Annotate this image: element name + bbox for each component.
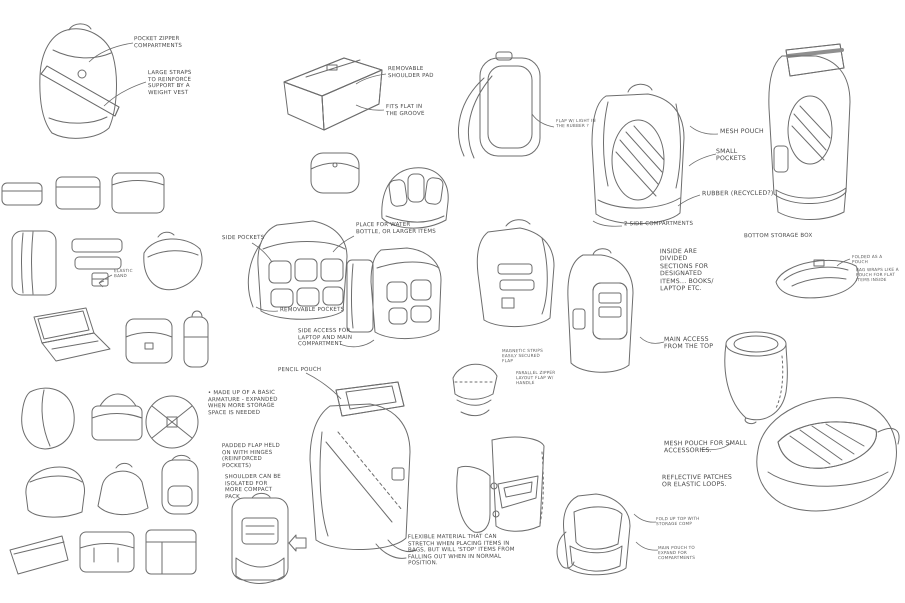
note-mesh-pouch: Mesh pouch — [719, 127, 764, 136]
sketch-pouch-slabs-sling — [8, 223, 206, 309]
note-water-bottle: Place for water bottle, or larger items — [355, 221, 436, 235]
note-removable-shoulder: Removable shoulder pad — [387, 65, 434, 79]
sketch-folded-pouch — [768, 246, 868, 304]
sketch-messenger-3d — [272, 48, 392, 136]
sketch-backpack-laptop-slab — [343, 232, 447, 350]
note-two-side-comp: 2 side compartments — [623, 220, 694, 228]
note-main-access: Main access from the top — [663, 335, 714, 351]
note-side-access: Side access for laptop and main compartm… — [297, 327, 353, 348]
note-pencil-pouch: Pencil pouch — [277, 366, 322, 374]
note-mesh-accessories: Mesh pouch for small accessories. — [663, 439, 747, 455]
sketch-front-panel-bag — [222, 492, 300, 592]
sketch-backpack-side-pouch — [553, 243, 645, 395]
sketch-backpack-chest-strap — [25, 18, 137, 146]
note-rubber: Rubber (recycled?) — [701, 189, 774, 198]
sketch-laptop-pouch-row — [28, 303, 209, 381]
note-magnetic-flap: Magnetic strips easily secured flap — [501, 347, 544, 364]
note-parallel-zipper: Parallel zipper layout flap w/ handle — [515, 369, 556, 386]
note-fits-flat: Fits flat in the groove — [385, 103, 425, 117]
sketch-multi-pocket-pouch — [374, 158, 456, 238]
sketch-backpack-storage-box — [748, 26, 852, 234]
note-flexible-material: Flexible material that can stretch when … — [407, 533, 515, 567]
note-reflective: Reflective patches or elastic loops. — [661, 473, 733, 489]
sketch-open-bag-mesh-interior — [738, 372, 905, 534]
note-elastic-band: Elastic band — [113, 267, 133, 279]
note-small-pockets: Small pockets — [715, 147, 747, 163]
sketch-magnetic-flap-detail — [443, 352, 505, 436]
sketch-clutch-messenger-box — [4, 518, 202, 588]
note-main-pouch-expand: Main pouch to expand for compartments — [657, 544, 696, 561]
sketch-sling-messenger-round — [14, 378, 204, 456]
sketch-open-top-sling — [712, 322, 800, 426]
sketch-modular-backpack — [243, 203, 369, 331]
note-pocket-zipper: Pocket zipper compartments — [133, 35, 183, 49]
note-side-pockets: Side pockets — [221, 234, 265, 242]
sketch-backpack-pocket-slots — [462, 208, 566, 336]
sketch-foldup-backpack — [552, 482, 650, 586]
note-removable-pockets: Removable pockets — [279, 306, 345, 314]
sketch-central-backpack-pencil-pouch — [292, 372, 432, 568]
sketch-dome-soft-backpack — [18, 452, 200, 524]
note-padded-flap: Padded flap held on with hinges (reinfor… — [221, 442, 280, 469]
note-shoulder-isolated: Shoulder can be isolated for more compac… — [224, 473, 281, 500]
note-bottom-storage: Bottom storage box — [743, 232, 813, 240]
note-flap-rubber: Flap w/ light in the rubber ? — [555, 117, 596, 129]
note-large-straps: Large straps to reinforce support by a w… — [147, 69, 192, 96]
note-folded-pouch: Folded as a pouch — [851, 253, 883, 265]
sketch-flat-cases-row — [0, 163, 170, 221]
sketch-tall-backpack-mesh — [572, 68, 702, 236]
arrow-left-icon — [288, 534, 308, 552]
sketch-flexible-pocket-bag — [452, 428, 552, 548]
sketch-backpack-front-strap — [440, 50, 550, 170]
note-bag-wraps: Bag wraps like a pouch for flat items in… — [855, 266, 899, 283]
note-divided-sections: Inside are divided sections for designat… — [659, 247, 714, 293]
sketch-small-flap-bag — [303, 143, 367, 201]
note-fold-up-top: Fold up top with storage comp — [655, 515, 700, 527]
note-basic-armature: • Made up of a basic armature - expanded… — [207, 389, 278, 417]
